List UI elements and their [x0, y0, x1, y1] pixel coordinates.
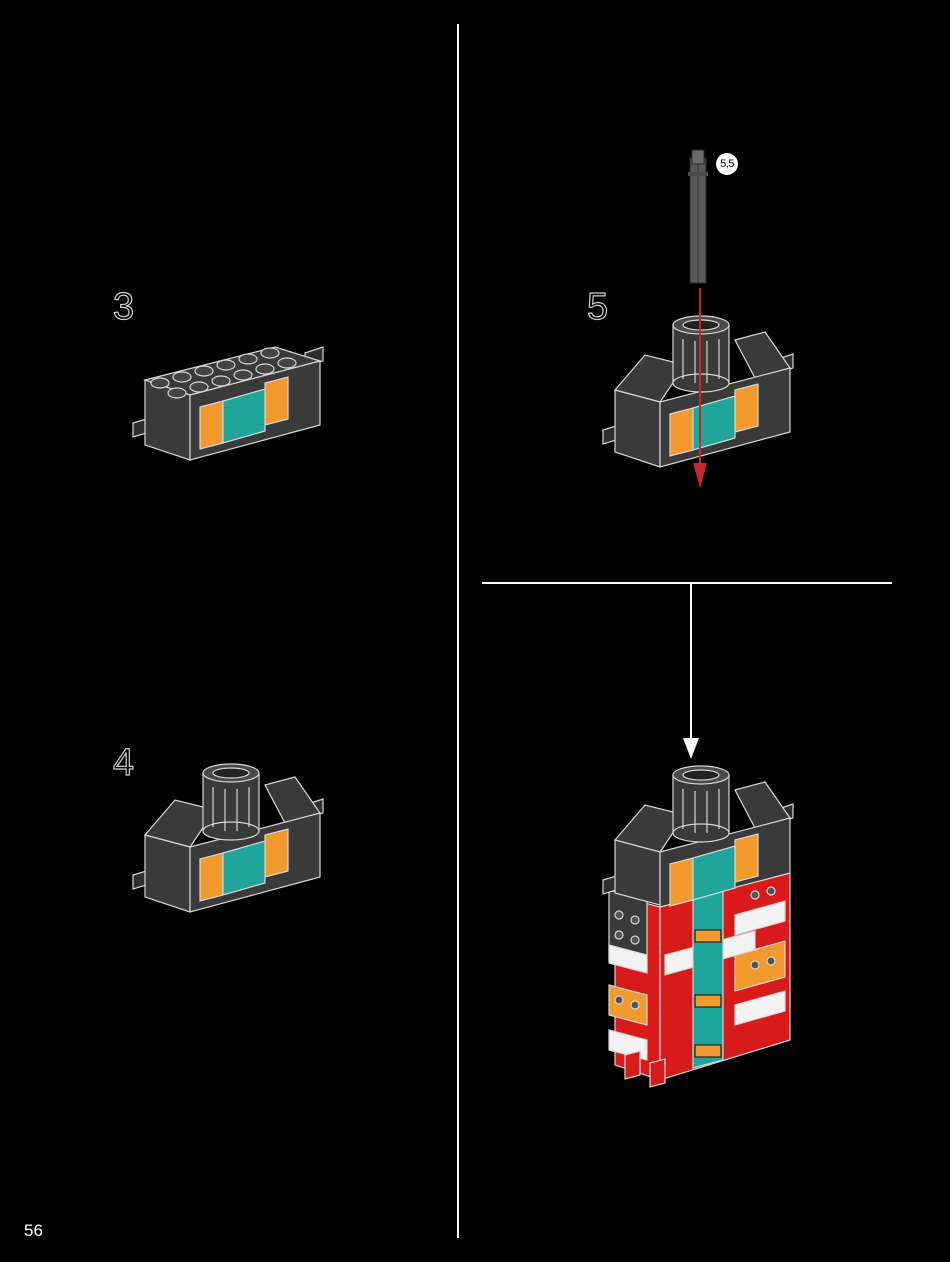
insert-arrow-icon	[690, 288, 710, 493]
page-number: 56	[24, 1221, 43, 1241]
step-3-illustration	[125, 325, 335, 470]
vertical-divider	[457, 24, 459, 1238]
axle-icon	[685, 148, 713, 288]
part-length-badge: 5,5	[716, 153, 738, 175]
step-4-illustration	[125, 755, 335, 920]
step-number-3: 3	[113, 288, 134, 326]
combined-model-illustration	[595, 755, 805, 1090]
submodel-arrow-icon	[680, 583, 702, 763]
